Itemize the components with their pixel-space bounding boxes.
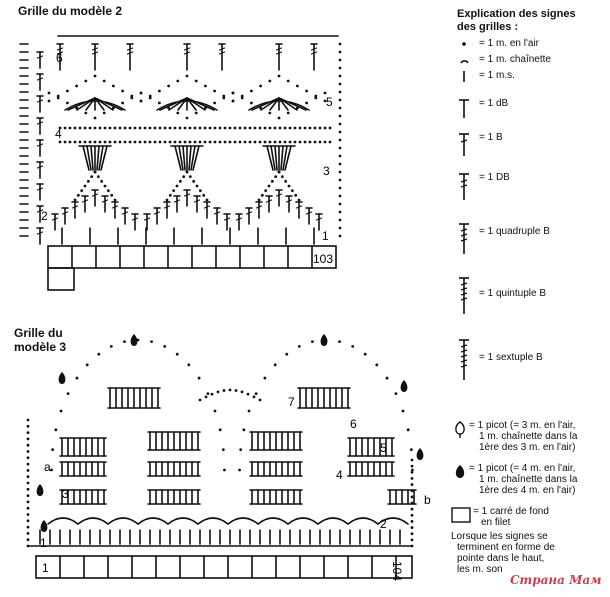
t-bar-icon	[455, 98, 479, 138]
dot-icon	[455, 38, 479, 78]
grid3-title: Grille du modèle 3	[14, 326, 67, 354]
grid3-row-4: 4	[336, 468, 343, 482]
grid3-row-6: 6	[350, 417, 357, 431]
grid2-row-2: 2	[41, 209, 48, 223]
five-cross-icon	[455, 338, 479, 380]
grid2-corner-square	[47, 267, 75, 291]
arc-icon	[455, 54, 479, 94]
grid2-row-6: 6	[56, 51, 63, 65]
watermark-logo: Страна Мам	[508, 573, 604, 587]
grid2-row-3: 3	[323, 164, 330, 178]
grid3-row-3: 3	[62, 487, 69, 501]
three-cross-icon	[455, 222, 479, 262]
grid2-row-4: 4	[55, 127, 62, 141]
grid2-count: 103	[313, 252, 333, 266]
legend-panel: Explication des signes des grilles : = 1…	[447, 0, 610, 597]
square-icon	[451, 506, 475, 546]
crochet-diagram-grid-2: 6 5 4 3 2 1 103 7 6 5 4 3 2 1 a b 1 104	[19, 35, 431, 581]
legend-title: Explication des signes des grilles :	[457, 8, 576, 33]
grid3-start: 1	[42, 561, 49, 575]
four-cross-icon	[455, 276, 479, 316]
one-cross-icon	[455, 132, 479, 172]
single-bar-icon	[455, 70, 479, 110]
grid3-row-5: 5	[380, 441, 387, 455]
filled-picot-icon	[451, 463, 475, 503]
grid2-title: Grille du modèle 2	[18, 4, 123, 18]
grid3-letter-b: b	[424, 493, 431, 507]
grid3-letter-a: a	[44, 460, 51, 474]
grid3-row-1: 1	[40, 536, 47, 550]
two-cross-icon	[455, 172, 479, 212]
open-picot-icon	[451, 420, 475, 460]
grid2-row-5: 5	[326, 95, 333, 109]
grid3-count: 104	[390, 561, 404, 581]
grid2-row-1: 1	[322, 229, 329, 243]
grid3-base-row	[35, 555, 413, 579]
grid3-row-7: 7	[288, 395, 295, 409]
grid3-row-2: 2	[380, 517, 387, 531]
legend-note: Lorsque les signes se terminent en forme…	[451, 531, 555, 575]
